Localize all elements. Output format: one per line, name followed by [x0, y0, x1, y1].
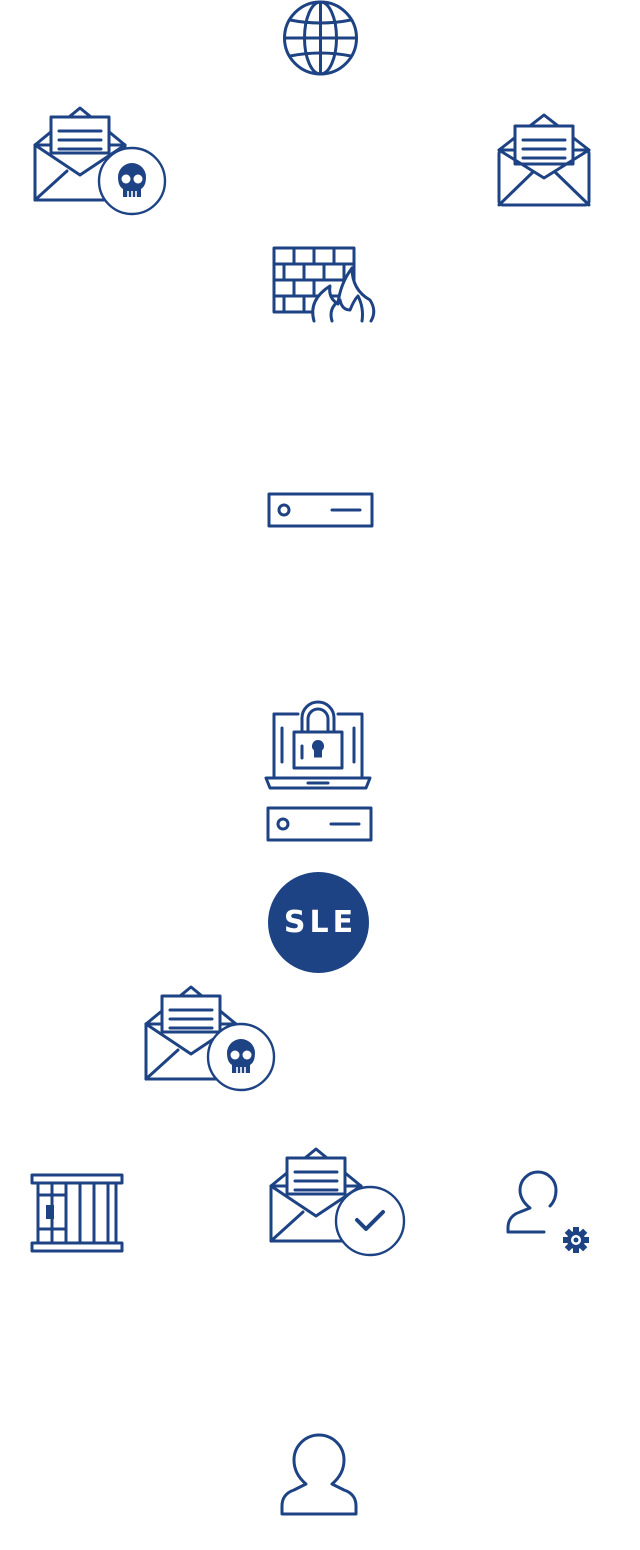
admin-user-icon — [506, 1170, 592, 1256]
verified-email-icon — [269, 1146, 409, 1258]
malicious-email-icon — [144, 984, 279, 1096]
locked-laptop-icon — [264, 700, 372, 792]
sle-badge-label: SLE — [283, 905, 358, 940]
malicious-email-icon — [33, 105, 168, 217]
server-icon — [266, 806, 373, 842]
user-icon — [280, 1430, 360, 1516]
quarantine-icon — [30, 1173, 124, 1255]
sle-badge: SLE — [268, 872, 369, 973]
firewall-icon — [272, 246, 376, 324]
globe-icon — [282, 0, 359, 77]
email-icon — [497, 112, 592, 208]
server-icon — [267, 492, 374, 528]
